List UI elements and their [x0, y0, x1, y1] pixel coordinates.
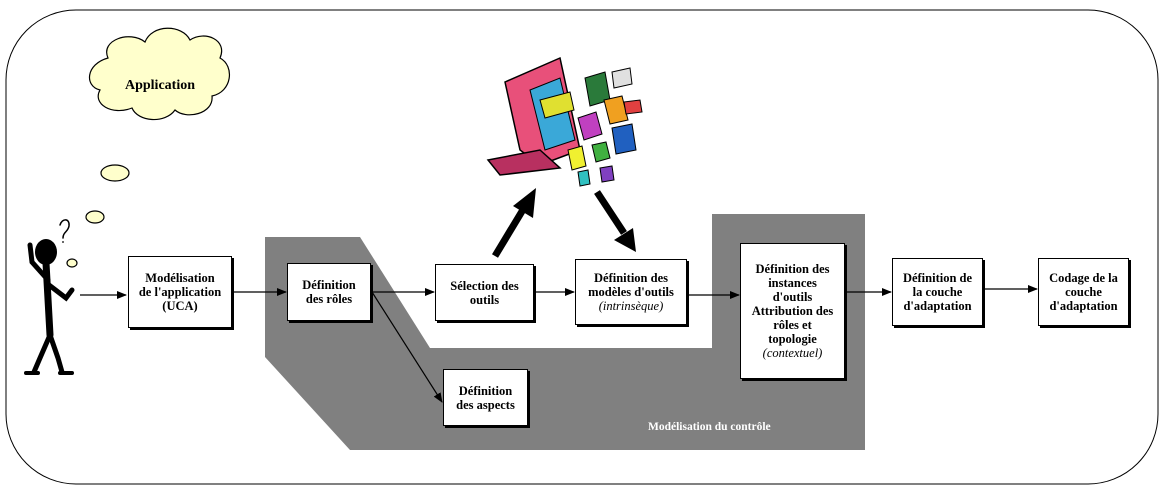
box-line: d'outils	[772, 290, 813, 304]
box-note: (contextuel)	[762, 346, 823, 360]
application-cloud	[66, 27, 230, 268]
box-couche-adaptation: Définition de la couche d'adaptation	[892, 258, 983, 326]
box-line: couche	[1065, 285, 1102, 299]
box-instances-outils: Définition des instances d'outils Attrib…	[740, 243, 845, 379]
box-selection-outils: Sélection des outils	[435, 264, 534, 321]
box-line: Modélisation	[145, 271, 215, 285]
box-line: Sélection des	[450, 278, 519, 293]
box-line: des aspects	[456, 397, 515, 412]
box-line: Définition des	[755, 262, 830, 276]
box-line: Définition de	[902, 271, 973, 285]
box-line: topologie	[768, 332, 817, 346]
outer-frame	[5, 9, 1159, 485]
box-line: Définition	[458, 383, 513, 398]
thick-arrow-to-computer	[492, 188, 536, 258]
box-line: de l'application	[138, 285, 222, 299]
box-line: outils	[469, 292, 500, 307]
box-line: d'adaptation	[903, 299, 972, 313]
box-line: rôles et	[773, 318, 812, 332]
box-codage-couche: Codage de la couche d'adaptation	[1038, 258, 1129, 326]
box-line: des rôles	[305, 292, 353, 306]
box-line: Attribution des	[751, 304, 834, 318]
box-line: Définition des	[594, 271, 668, 285]
box-line: (UCA)	[162, 299, 198, 313]
box-line: modèles d'outils	[588, 285, 674, 299]
box-definition-aspects: Définition des aspects	[443, 369, 528, 426]
box-definition-roles: Définition des rôles	[287, 263, 371, 321]
computer-clipart-icon	[486, 56, 643, 187]
thick-arrow-from-computer	[594, 190, 636, 252]
box-note: (intrinsèque)	[598, 299, 664, 313]
box-modelisation-application: Modélisation de l'application (UCA)	[128, 256, 232, 328]
arrow-roles-to-aspects	[371, 291, 443, 403]
box-line: Codage de la	[1049, 271, 1118, 285]
box-modeles-outils: Définition des modèles d'outils (intrins…	[575, 259, 687, 325]
control-region	[265, 214, 865, 450]
box-line: la couche	[912, 285, 963, 299]
application-label: Application	[124, 78, 195, 93]
box-line: instances	[768, 276, 817, 290]
box-line: d'adaptation	[1049, 299, 1118, 313]
control-region-label: Modélisation du contrôle	[648, 421, 771, 433]
box-line: Définition	[302, 278, 356, 292]
person-icon	[24, 219, 75, 375]
